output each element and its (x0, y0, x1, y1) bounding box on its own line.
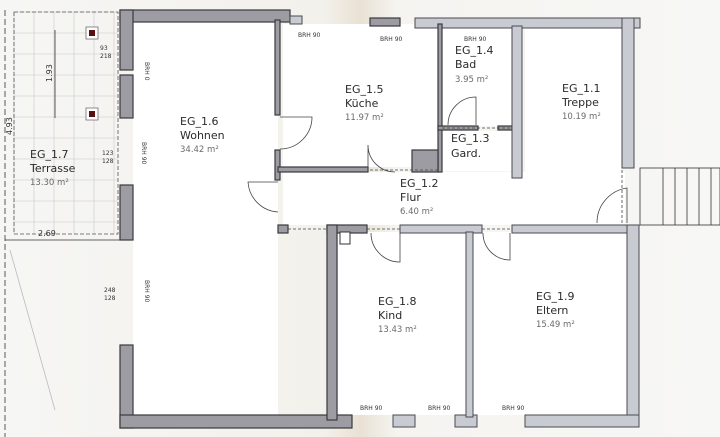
room-id: EG_1.9 (536, 290, 574, 303)
room-id: EG_1.7 (30, 148, 68, 161)
room-area: 10.19 m² (562, 112, 601, 122)
room-area: 3.95 m² (455, 75, 488, 85)
window-height: 218 (100, 53, 112, 60)
room-name: Flur (400, 191, 421, 204)
sill-label: BRH 90 (360, 405, 383, 412)
window-width: 248 (104, 287, 116, 294)
room-gard (442, 131, 514, 171)
room-area: 13.43 m² (378, 325, 417, 335)
room-name: Wohnen (180, 129, 225, 142)
window-width: 123 (102, 150, 114, 157)
room-id: EG_1.2 (400, 177, 438, 190)
room-area: 11.97 m² (345, 113, 384, 123)
room-kueche (283, 24, 438, 167)
room-id: EG_1.3 (451, 132, 489, 145)
room-label-treppe: EG_1.1 Treppe 10.19 m² (561, 82, 601, 122)
terrace-slope-line (9, 249, 56, 411)
room-name: Bad (455, 58, 476, 71)
column-marker-fill (89, 111, 95, 117)
room-name: Eltern (536, 304, 568, 317)
walls (119, 9, 641, 429)
room-area: 6.40 m² (400, 207, 433, 217)
room-id: EG_1.5 (345, 83, 383, 96)
room-area: 34.42 m² (180, 145, 219, 155)
room-label-terrasse: EG_1.7 Terrasse 13.30 m² (29, 148, 76, 188)
room-id: EG_1.4 (455, 44, 493, 57)
column-marker-fill (89, 30, 95, 36)
sill-label: BRH 90 (140, 142, 147, 165)
room-wohnen (133, 22, 278, 415)
room-label-flur: EG_1.2 Flur 6.40 m² (400, 177, 438, 217)
sill-label: BRH 90 (143, 280, 150, 303)
terrace-tiles (13, 11, 118, 234)
dimension-terrace-segment: 1.93 (45, 64, 54, 82)
room-name: Gard. (451, 147, 481, 160)
sill-label: BRH 90 (464, 36, 487, 43)
window-height: 128 (102, 158, 114, 165)
window-width: 93 (100, 45, 108, 52)
dimension-terrace-width: 2.69 (38, 229, 56, 238)
room-name: Küche (345, 97, 379, 110)
sill-label: BRH 90 (428, 405, 451, 412)
sill-label: BRH 0 (143, 62, 150, 81)
room-label-kind: EG_1.8 Kind 13.43 m² (378, 295, 417, 335)
room-kind (338, 232, 466, 415)
room-id: EG_1.1 (562, 82, 600, 95)
sill-label: BRH 90 (502, 405, 525, 412)
room-area: 13.30 m² (30, 178, 69, 188)
room-bad (442, 26, 514, 126)
room-id: EG_1.6 (180, 115, 218, 128)
room-area: 15.49 m² (536, 320, 575, 330)
exterior-stairs (639, 167, 720, 226)
terrace-outline (13, 11, 119, 235)
doors (247, 96, 628, 263)
room-label-gard: EG_1.3 Gard. (451, 132, 489, 160)
room-id: EG_1.8 (378, 295, 416, 308)
room-label-eltern: EG_1.9 Eltern 15.49 m² (536, 290, 575, 330)
room-name: Terrasse (29, 162, 76, 175)
room-label-kueche: EG_1.5 Küche 11.97 m² (345, 83, 384, 123)
room-label-bad: EG_1.4 Bad 3.95 m² (455, 44, 493, 85)
room-name: Treppe (561, 96, 599, 109)
window-height: 128 (104, 295, 116, 302)
sill-label: BRH 90 (380, 36, 403, 43)
room-name: Kind (378, 309, 402, 322)
dimension-terrace-height: 4.93 (5, 117, 14, 135)
sill-label: BRH 90 (298, 32, 321, 39)
room-eltern (473, 232, 627, 415)
room-treppe (525, 28, 622, 220)
room-label-wohnen: EG_1.6 Wohnen 34.42 m² (180, 115, 225, 155)
